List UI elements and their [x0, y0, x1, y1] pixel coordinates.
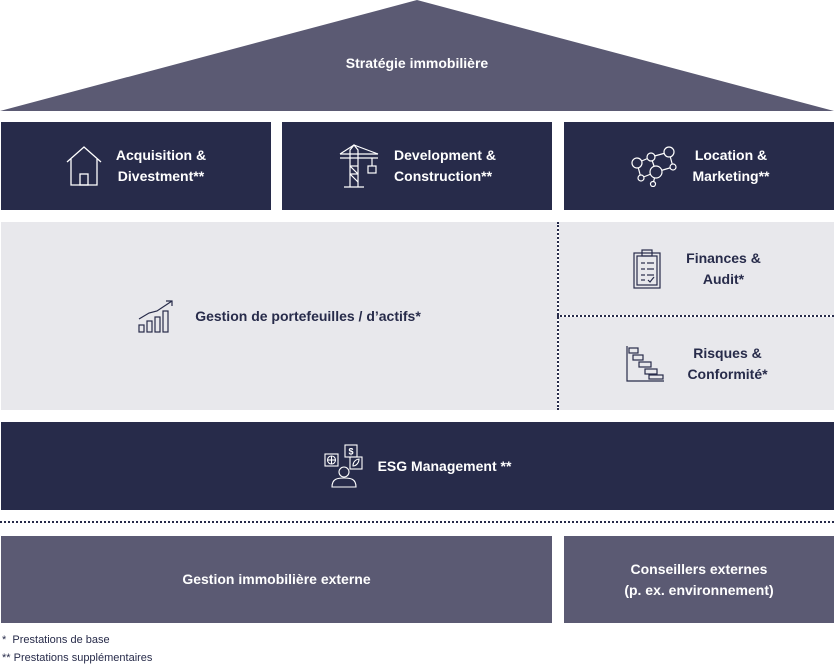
- external-advisors-box: Conseillers externes (p. ex. environneme…: [564, 536, 834, 623]
- finance-line2: Audit*: [702, 270, 745, 287]
- location-line1: Location &: [694, 147, 768, 163]
- svg-text:$: $: [348, 447, 353, 457]
- external-advisors-line2: (p. ex. environnement): [624, 581, 774, 598]
- legend-base: * Prestations de base: [2, 634, 110, 646]
- development-line2: Construction**: [394, 168, 493, 184]
- location-box: Location & Marketing**: [564, 122, 834, 210]
- esg-box: $ ESG Management **: [1, 422, 834, 510]
- roof-title: Stratégie immobilière: [345, 55, 489, 71]
- house-icon: [66, 146, 102, 186]
- location-line2: Marketing**: [692, 168, 770, 184]
- acquisition-line2: Divestment**: [117, 168, 205, 184]
- gantt-chart-icon: [626, 345, 665, 382]
- acquisition-box: Acquisition & Divestment**: [1, 122, 271, 210]
- acquisition-line1: Acquisition &: [115, 147, 207, 163]
- foundation-dotted-separator: [0, 521, 834, 523]
- legend-extra: ** Prestations supplémentaires: [2, 652, 153, 664]
- development-line1: Development &: [394, 147, 496, 163]
- finance-box: Finances & Audit*: [559, 222, 834, 315]
- risk-line1: Risques &: [693, 344, 762, 361]
- esg-label: ESG Management **: [377, 457, 512, 474]
- clipboard-checklist-icon: [633, 248, 661, 289]
- portfolio-box: Gestion de portefeuilles / d’actifs*: [1, 222, 557, 410]
- external-management-box: Gestion immobilière externe: [1, 536, 552, 623]
- external-management-label: Gestion immobilière externe: [182, 571, 371, 587]
- esg-person-icon: $: [324, 444, 363, 488]
- roof-shape: [0, 0, 834, 111]
- external-advisors-line1: Conseillers externes: [630, 560, 768, 577]
- risk-box: Risques & Conformité*: [559, 317, 834, 410]
- risk-line2: Conformité*: [687, 365, 768, 382]
- growth-chart-icon: [138, 300, 173, 333]
- development-box: Development & Construction**: [282, 122, 552, 210]
- crane-icon: [339, 144, 379, 188]
- network-icon: [631, 146, 678, 187]
- portfolio-label: Gestion de portefeuilles / d’actifs*: [195, 307, 421, 324]
- horizontal-dotted-divider: [557, 315, 834, 317]
- finance-line1: Finances &: [686, 249, 761, 266]
